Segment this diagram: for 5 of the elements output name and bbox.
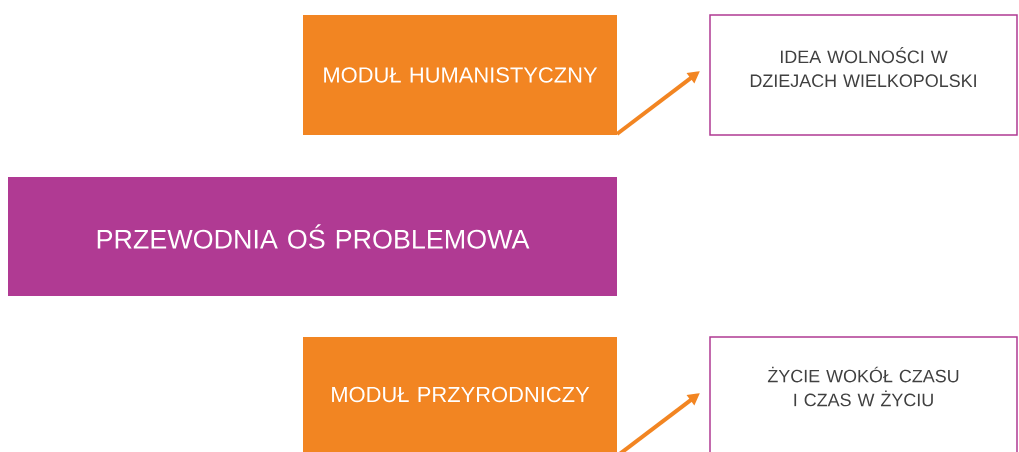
topic-box: ŻYCIE WOKÓŁ CZASU I CZAS W ŻYCIU bbox=[709, 336, 1018, 452]
module-box: MODUŁ PRZYRODNICZY bbox=[303, 337, 617, 452]
topic-box: IDEA WOLNOŚCI W DZIEJACH WIELKOPOLSKI bbox=[709, 14, 1018, 136]
module-box: MODUŁ HUMANISTYCZNY bbox=[303, 15, 617, 135]
axis-box: PRZEWODNIA OŚ PROBLEMOWA bbox=[8, 177, 617, 296]
